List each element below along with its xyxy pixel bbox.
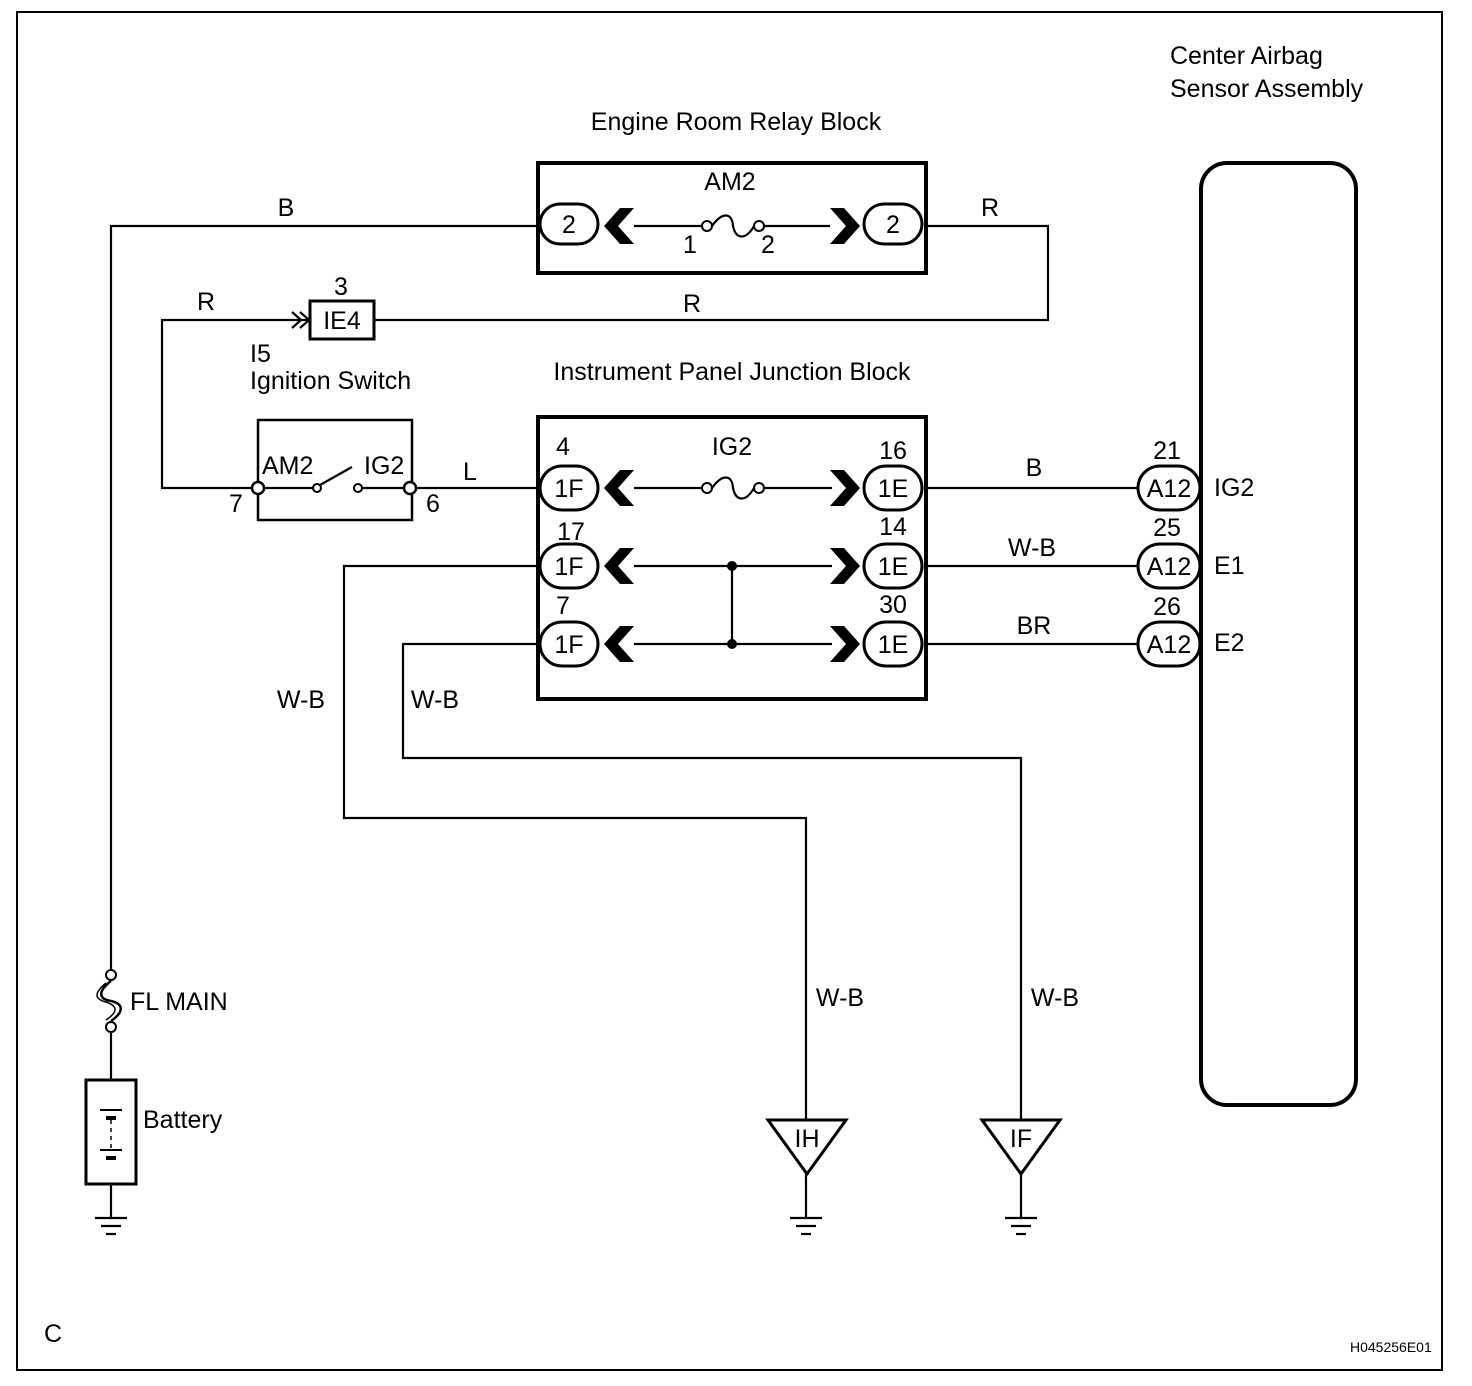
terminal-name: IG2: [1214, 474, 1254, 502]
connector-label: A12: [1147, 553, 1191, 581]
connector-pin: [862, 542, 924, 590]
connector-pin-number: 4: [556, 433, 570, 461]
switch-pin-number: 7: [229, 490, 243, 518]
wires: [109, 224, 1138, 1218]
terminal-name: E1: [1214, 552, 1245, 580]
connector-pin: [538, 202, 600, 246]
connector-label: 1F: [554, 631, 583, 659]
terminal-arrow: [604, 626, 634, 662]
connector-pin-number: 14: [879, 513, 907, 541]
battery: Battery: [84, 1078, 223, 1186]
connector-pin: [1136, 620, 1202, 668]
ground-point-if: IF: [979, 1118, 1063, 1236]
fl-main-label: FL MAIN: [130, 988, 228, 1016]
fuse-icon: [711, 476, 755, 500]
wire-color-label: R: [683, 290, 701, 318]
terminal-arrow: [604, 548, 634, 584]
ignition-switch: I5 Ignition Switch AM2 IG2 7 6: [229, 340, 440, 522]
wire-color-label: R: [981, 194, 999, 222]
wire-color-label: BR: [1017, 612, 1052, 640]
wire-color-label: W-B: [816, 984, 864, 1012]
connector-label: 2: [562, 211, 576, 239]
connector-pin: [538, 542, 600, 590]
engine-room-block-title: Engine Room Relay Block: [591, 108, 882, 136]
ground-point-label: IF: [1010, 1125, 1032, 1153]
ground-point-icon: [979, 1118, 1063, 1177]
fuse-am2-label: AM2: [704, 168, 755, 196]
airbag-title-line1: Center Airbag: [1170, 42, 1323, 70]
connector-pin-number: 26: [1153, 593, 1181, 621]
corner-label: C: [44, 1320, 62, 1348]
wire-color-label: W-B: [1008, 534, 1056, 562]
terminal-arrow: [830, 208, 860, 244]
fusible-link-icon: [100, 980, 122, 1023]
connector-pin-number: 7: [556, 592, 570, 620]
connector-pin-number: 30: [879, 591, 907, 619]
fuse-icon: [711, 214, 755, 238]
wire-color-label: W-B: [1031, 984, 1079, 1012]
connector-pin-number: 21: [1153, 437, 1181, 465]
fuse-ig2-label: IG2: [712, 433, 752, 461]
connector-pin: [862, 620, 924, 668]
connector-pin: [1136, 542, 1202, 590]
wire-color-label: W-B: [411, 686, 459, 714]
connector-label: A12: [1147, 631, 1191, 659]
battery-label: Battery: [143, 1106, 223, 1134]
engine-room-relay-block: Engine Room Relay Block 2 2 AM2 1 2: [536, 108, 928, 275]
wire-color-label: L: [463, 458, 477, 486]
terminal-arrow: [604, 208, 634, 244]
terminal-arrow: [830, 548, 860, 584]
switch-terminal-ig2: IG2: [364, 452, 404, 480]
connector-label: IE4: [323, 307, 361, 335]
connector-pin: [862, 202, 924, 246]
ie4-connector: IE4 3: [291, 273, 376, 341]
fuse-pin-label: 2: [761, 231, 775, 259]
connector-label: 1F: [554, 553, 583, 581]
connector-pin: [538, 620, 600, 668]
terminal-arrow: [299, 311, 311, 329]
diagram-code: H045256E01: [1350, 1339, 1432, 1355]
connector-pin-number: 17: [557, 518, 585, 546]
instrument-panel-junction-block: Instrument Panel Junction Block IG2 1F 1…: [536, 358, 928, 701]
terminal-arrow: [291, 311, 303, 329]
connector-label: 1E: [878, 553, 909, 581]
ground-point-ih: IH: [765, 1118, 849, 1236]
ignition-switch-id: I5: [250, 340, 271, 368]
switch-terminal-am2: AM2: [262, 452, 313, 480]
ground-icon: [95, 1216, 127, 1236]
diagram-frame: [16, 11, 1443, 1371]
fuse-pin-label: 1: [683, 231, 697, 259]
terminal-name: E2: [1214, 629, 1245, 657]
connector-label: 2: [886, 211, 900, 239]
connector-pin-number: 3: [334, 273, 348, 301]
connector-label: 1F: [554, 475, 583, 503]
connector-label: 1E: [878, 631, 909, 659]
center-airbag-sensor-assembly: Center Airbag Sensor Assembly A12 A12 A1…: [1136, 42, 1364, 1107]
connector-pin-number: 25: [1153, 514, 1181, 542]
splice-dot: [727, 561, 737, 571]
connector-pin: [1136, 464, 1202, 512]
ignition-switch-name: Ignition Switch: [250, 367, 411, 395]
connector-pin: [538, 464, 600, 512]
ground-point-icon: [765, 1118, 849, 1177]
airbag-title-line2: Sensor Assembly: [1170, 75, 1364, 103]
wire-color-label: B: [1026, 454, 1043, 482]
connector-label: A12: [1147, 475, 1191, 503]
connector-label: 1E: [878, 475, 909, 503]
junction-block-title: Instrument Panel Junction Block: [553, 358, 911, 386]
splice-dot: [727, 639, 737, 649]
switch-contact: [319, 466, 353, 486]
ground-point-label: IH: [795, 1125, 820, 1153]
terminal-arrow: [604, 470, 634, 506]
switch-pin-number: 6: [426, 490, 440, 518]
wire-color-label: R: [197, 288, 215, 316]
fl-main-fusible-link: FL MAIN: [96, 969, 228, 1033]
connector-pin-number: 16: [879, 437, 907, 465]
terminal-arrow: [830, 470, 860, 506]
wire-color-label: B: [278, 194, 295, 222]
terminal-arrow: [830, 626, 860, 662]
connector-pin: [862, 464, 924, 512]
wire-color-label: W-B: [277, 686, 325, 714]
